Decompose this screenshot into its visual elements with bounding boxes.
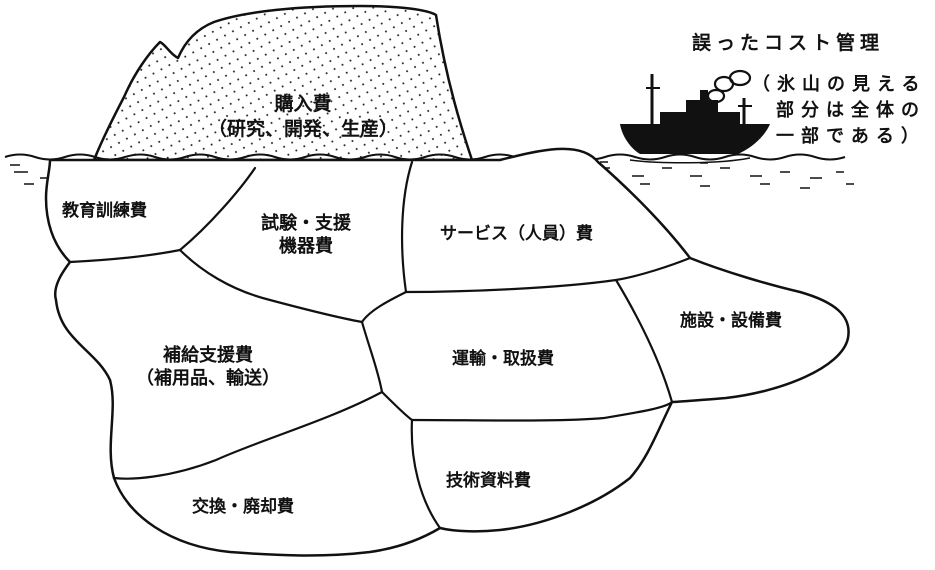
iceberg-submerged xyxy=(44,147,850,557)
label-education-training: 教育訓練費 xyxy=(62,201,147,221)
iceberg-tip xyxy=(92,4,474,162)
label-replacement-disposal: 交換・廃却費 xyxy=(192,497,294,517)
purchase-cost-line-1: 購入費 xyxy=(274,93,332,115)
label-purchase-cost: 購入費 （研究、開発、生産） xyxy=(178,92,428,141)
label-test-support: 試験・支援 機器費 xyxy=(261,213,351,258)
water-line xyxy=(4,153,846,161)
label-service-personnel: サービス（人員）費 xyxy=(440,224,593,244)
segment-borders xyxy=(68,160,692,530)
smoke-icon xyxy=(695,69,752,115)
ship-icon xyxy=(620,74,770,164)
caption-note-line-2: 部分は全体の xyxy=(776,100,926,121)
diagram-title: 誤ったコスト管理 xyxy=(692,32,885,54)
purchase-cost-line-2: （研究、開発、生産） xyxy=(207,117,398,140)
label-supply-support: 補給支援費 （補用品、輸送） xyxy=(136,345,280,390)
label-transport-handling: 運輸・取扱費 xyxy=(452,349,554,369)
caption-note-line-1: （氷山の見える xyxy=(752,74,927,95)
label-technical-data: 技術資料費 xyxy=(446,471,531,491)
caption-note-line-3: 一部である） xyxy=(776,126,926,147)
label-facility-equipment: 施設・設備費 xyxy=(680,311,782,331)
